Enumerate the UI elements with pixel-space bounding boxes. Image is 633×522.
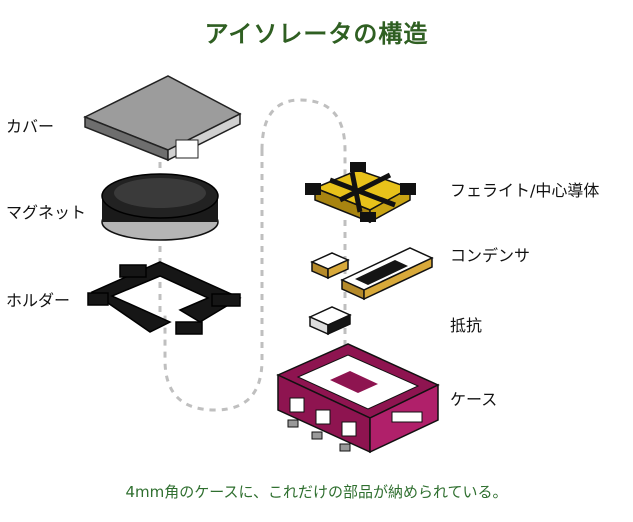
capacitor-part-small — [310, 252, 350, 280]
ferrite-center-conductor-part — [305, 162, 416, 224]
holder-part — [87, 261, 242, 335]
capacitor-part-large — [340, 247, 434, 301]
cover-part — [83, 75, 242, 162]
diagram-caption: 4mm角のケースに、これだけの部品が納められている。 — [125, 483, 508, 501]
label-resistor: 抵抗 — [450, 316, 483, 335]
label-ferrite: フェライト/中心導体 — [450, 181, 600, 200]
resistor-part — [308, 306, 352, 336]
assembly-guide-loop — [163, 98, 347, 412]
label-magnet: マグネット — [6, 203, 87, 222]
diagram-title: アイソレータの構造 — [204, 20, 429, 48]
case-part — [276, 343, 440, 454]
label-cover: カバー — [6, 117, 55, 136]
label-case: ケース — [450, 390, 498, 409]
label-holder: ホルダー — [6, 291, 71, 310]
label-capacitor: コンデンサ — [450, 246, 531, 265]
magnet-part — [101, 173, 219, 241]
